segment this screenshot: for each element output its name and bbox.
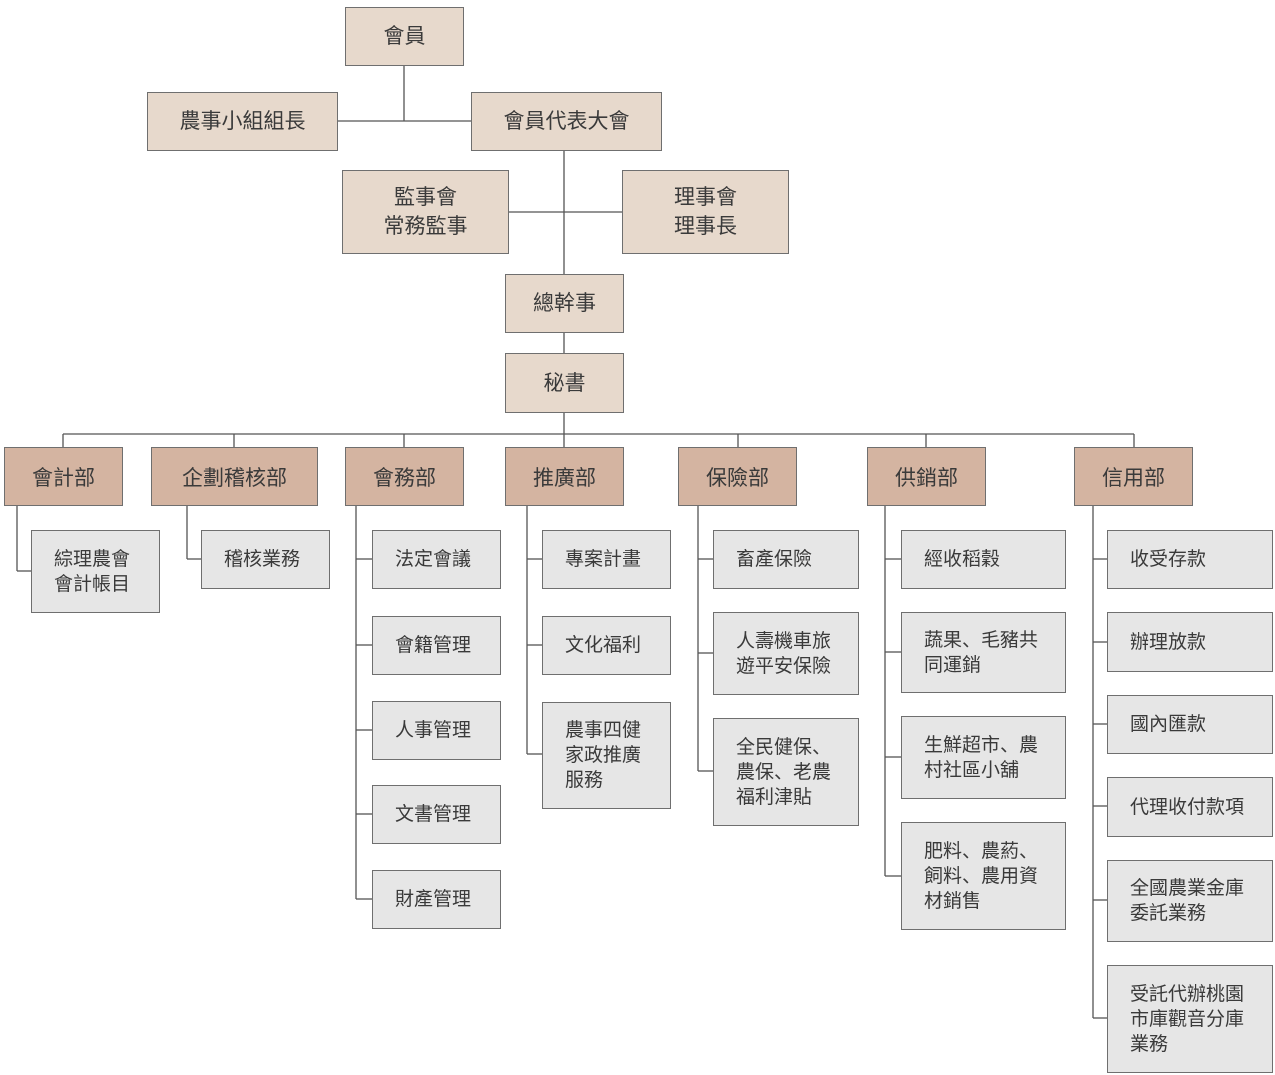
dept-label: 企劃稽核部 <box>182 465 287 490</box>
item-box: 稽核業務 <box>201 530 330 589</box>
item-label: 全民健保、 農保、老農 福利津貼 <box>736 735 832 808</box>
dept-label: 推廣部 <box>533 465 596 490</box>
item-box: 蔬果、毛豬共 同運銷 <box>901 612 1066 693</box>
item-box: 綜理農會 會計帳目 <box>31 530 160 613</box>
dept-credit: 信用部 <box>1074 447 1193 506</box>
item-box: 會籍管理 <box>372 616 501 675</box>
item-box: 全民健保、 農保、老農 福利津貼 <box>713 718 859 826</box>
dept-affairs: 會務部 <box>345 447 464 506</box>
rep-assembly-box: 會員代表大會 <box>471 92 662 151</box>
item-box: 文書管理 <box>372 785 501 844</box>
directors-box: 理事會 理事長 <box>622 170 789 254</box>
item-label: 肥料、農葯、 飼料、農用資 材銷售 <box>924 839 1039 912</box>
item-box: 農事四健 家政推廣 服務 <box>542 702 671 809</box>
dept-insurance: 保險部 <box>678 447 797 506</box>
item-label: 人事管理 <box>395 719 472 741</box>
item-label: 專案計畫 <box>565 548 642 570</box>
dept-label: 會計部 <box>32 465 95 490</box>
group-leader-label: 農事小組組長 <box>179 109 306 133</box>
item-box: 人事管理 <box>372 701 501 760</box>
item-label: 文化福利 <box>565 634 642 656</box>
secretary-box: 秘書 <box>505 353 624 413</box>
group-leader-box: 農事小組組長 <box>147 92 338 151</box>
item-label: 蔬果、毛豬共 同運銷 <box>924 628 1039 676</box>
item-label: 代理收付款項 <box>1130 795 1245 818</box>
item-label: 受託代辦桃園 市庫觀音分庫 業務 <box>1130 982 1245 1055</box>
item-box: 受託代辦桃園 市庫觀音分庫 業務 <box>1107 965 1273 1073</box>
item-box: 國內匯款 <box>1107 695 1273 754</box>
dept-supply-marketing: 供銷部 <box>867 447 986 506</box>
secretary-label: 秘書 <box>543 370 586 395</box>
item-box: 代理收付款項 <box>1107 777 1273 837</box>
item-box: 收受存款 <box>1107 530 1273 589</box>
dept-planning-audit: 企劃稽核部 <box>151 447 318 506</box>
item-label: 收受存款 <box>1130 548 1207 570</box>
item-label: 綜理農會 會計帳目 <box>54 547 131 595</box>
item-label: 辦理放款 <box>1130 630 1207 653</box>
dept-extension: 推廣部 <box>505 447 624 506</box>
supervisors-box: 監事會 常務監事 <box>342 170 509 254</box>
item-box: 文化福利 <box>542 616 671 675</box>
item-label: 經收稻穀 <box>924 548 1001 570</box>
general-manager-box: 總幹事 <box>505 274 624 333</box>
members-label: 會員 <box>383 24 426 48</box>
item-label: 全國農業金庫 委託業務 <box>1130 877 1245 924</box>
item-box: 經收稻穀 <box>901 530 1066 589</box>
item-box: 人壽機車旅 遊平安保險 <box>713 612 859 695</box>
item-label: 文書管理 <box>395 803 472 825</box>
dept-label: 保險部 <box>706 465 769 490</box>
item-label: 會籍管理 <box>395 634 472 656</box>
item-box: 畜產保險 <box>713 530 859 589</box>
item-label: 法定會議 <box>395 548 472 570</box>
dept-label: 供銷部 <box>895 465 958 490</box>
dept-label: 會務部 <box>373 465 436 490</box>
item-box: 全國農業金庫 委託業務 <box>1107 860 1273 942</box>
item-box: 生鮮超市、農 村社區小舖 <box>901 716 1066 799</box>
item-box: 專案計畫 <box>542 530 671 589</box>
item-label: 農事四健 家政推廣 服務 <box>565 719 642 791</box>
directors-label: 理事會 理事長 <box>674 185 737 238</box>
item-box: 法定會議 <box>372 530 501 589</box>
item-box: 肥料、農葯、 飼料、農用資 材銷售 <box>901 822 1066 930</box>
dept-accounting: 會計部 <box>4 447 123 506</box>
item-label: 畜產保險 <box>736 548 813 570</box>
rep-assembly-label: 會員代表大會 <box>503 109 630 133</box>
item-label: 稽核業務 <box>224 548 301 570</box>
item-label: 財產管理 <box>395 888 472 910</box>
general-manager-label: 總幹事 <box>533 291 596 315</box>
members-box: 會員 <box>345 7 464 66</box>
item-label: 國內匯款 <box>1130 713 1207 735</box>
supervisors-label: 監事會 常務監事 <box>383 185 468 238</box>
item-box: 辦理放款 <box>1107 612 1273 672</box>
dept-label: 信用部 <box>1102 465 1165 490</box>
item-label: 生鮮超市、農 村社區小舖 <box>924 733 1039 781</box>
item-label: 人壽機車旅 遊平安保險 <box>736 629 832 677</box>
item-box: 財產管理 <box>372 870 501 929</box>
